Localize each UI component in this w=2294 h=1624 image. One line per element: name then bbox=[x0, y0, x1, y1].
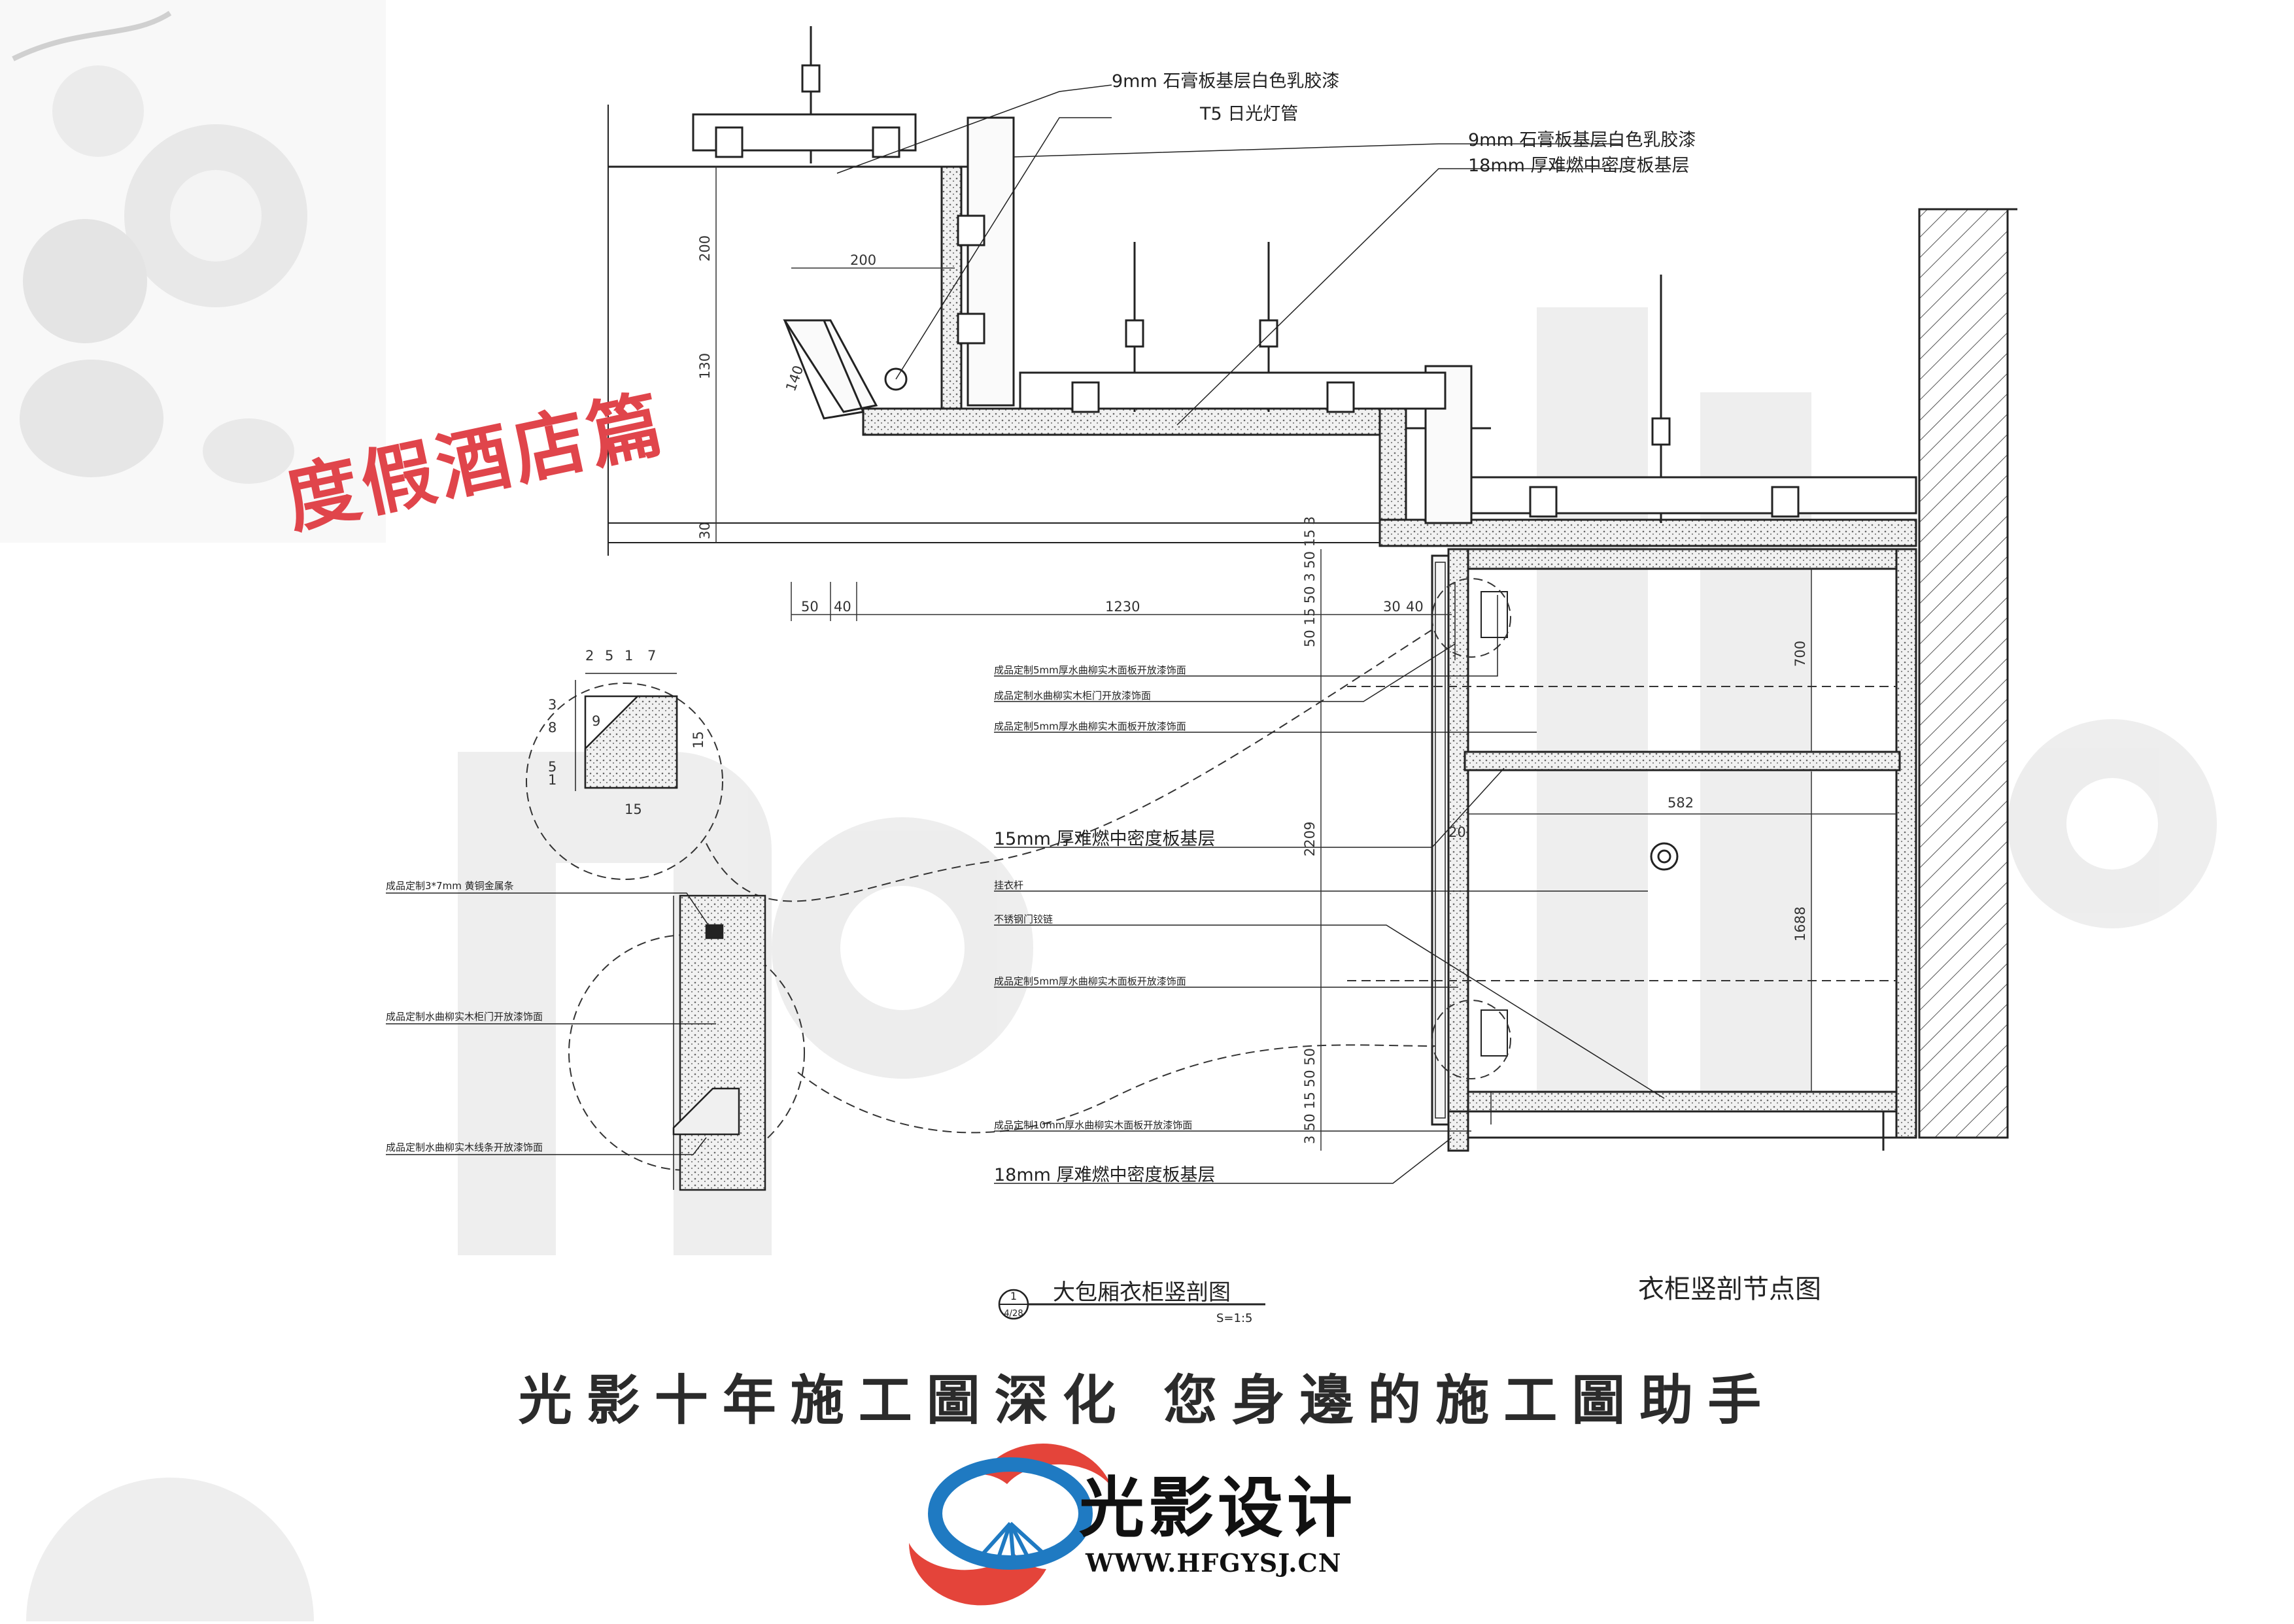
dim-50: 50 bbox=[801, 599, 819, 615]
drawing-title: 大包厢衣柜竖剖图 bbox=[1053, 1279, 1231, 1306]
profile-detail-small bbox=[575, 673, 678, 791]
dim-30: 30 bbox=[697, 522, 713, 539]
dimension-labels: 200 130 30 200 140 50 40 1230 30 40 700 … bbox=[548, 235, 1808, 1144]
drawing-scale: S=1:5 bbox=[1216, 1311, 1252, 1325]
dim-detail-15-a: 15 bbox=[625, 802, 642, 817]
leader-lines bbox=[386, 84, 1665, 1184]
dim-40: 40 bbox=[834, 599, 851, 615]
dim-200-horizontal: 200 bbox=[850, 252, 876, 268]
dim-detail-5-b: 5 bbox=[548, 759, 556, 775]
dim-detail-5: 5 bbox=[605, 648, 613, 664]
dim-700: 700 bbox=[1792, 641, 1808, 667]
annotation-brass-strip: 成品定制3*7mm 黄铜金属条 bbox=[386, 880, 514, 892]
slogan-banner: 光影十年施工圖深化 您身邊的施工圖助手 bbox=[518, 1369, 1776, 1432]
dim-detail-9: 9 bbox=[592, 713, 600, 729]
annotation-mdf-18: 18mm 厚难燃中密度板基层 bbox=[1468, 156, 1690, 176]
dim-200-vertical: 200 bbox=[697, 235, 713, 262]
annotation-t5-tube: T5 日光灯管 bbox=[1199, 104, 1298, 124]
dim-130: 130 bbox=[697, 353, 713, 379]
side-annotations: 成品定制5mm厚水曲柳实木面板开放漆饰面 成品定制水曲柳实木柜门开放漆饰面 成品… bbox=[994, 664, 1216, 1185]
annotation-panel-10mm: 成品定制10mm厚水曲柳实木面板开放漆饰面 bbox=[994, 1119, 1192, 1131]
annotation-hanging-rod: 挂衣杆 bbox=[994, 879, 1023, 891]
annotation-gypsum-1: 9mm 石膏板基层白色乳胶漆 bbox=[1112, 71, 1339, 92]
annotation-mdf-15: 15mm 厚难燃中密度板基层 bbox=[994, 829, 1216, 849]
dim-stack-bottom: 3 50 15 50 50 bbox=[1302, 1048, 1318, 1144]
annotation-panel-5mm-2: 成品定制5mm厚水曲柳实木面板开放漆饰面 bbox=[994, 720, 1186, 732]
concrete-wall bbox=[1918, 208, 2017, 1139]
detail-annotations: 成品定制3*7mm 黄铜金属条 成品定制水曲柳实木柜门开放漆饰面 成品定制水曲柳… bbox=[386, 880, 543, 1153]
structural-lines bbox=[608, 105, 1426, 556]
door-detail-large bbox=[672, 894, 766, 1191]
brand-name: 光影设计 bbox=[1079, 1470, 1356, 1546]
dim-20: 20 bbox=[1448, 824, 1466, 840]
dimension-lines bbox=[715, 167, 1896, 1151]
dim-detail-8: 8 bbox=[548, 720, 556, 736]
dim-1230: 1230 bbox=[1105, 599, 1140, 615]
dim-detail-7: 7 bbox=[647, 648, 656, 664]
brand-logo-icon bbox=[908, 1444, 1112, 1606]
top-annotations: 9mm 石膏板基层白色乳胶漆 T5 日光灯管 9mm 石膏板基层白色乳胶漆 18… bbox=[1112, 71, 1696, 176]
title-block: 1 4/28 大包厢衣柜竖剖图 S=1:5 衣柜竖剖节点图 bbox=[998, 1274, 1821, 1325]
annotation-door-detail: 成品定制水曲柳实木柜门开放漆饰面 bbox=[386, 1011, 543, 1023]
annotation-door-finish: 成品定制水曲柳实木柜门开放漆饰面 bbox=[994, 690, 1151, 702]
annotation-mdf-18b: 18mm 厚难燃中密度板基层 bbox=[994, 1165, 1216, 1185]
dim-detail-1-b: 1 bbox=[548, 772, 556, 788]
flower-decoration-icon bbox=[0, 0, 386, 543]
dim-140: 140 bbox=[783, 364, 806, 394]
node-title: 衣柜竖剖节点图 bbox=[1638, 1274, 1821, 1304]
ceiling-section bbox=[783, 116, 1917, 547]
sheet-ref: 4/28 bbox=[1004, 1309, 1023, 1319]
dim-stack-top: 50 15 50 3 50 15 3 bbox=[1302, 516, 1318, 647]
ceiling-hangers bbox=[692, 26, 1917, 523]
annotation-panel-5mm-1: 成品定制5mm厚水曲柳实木面板开放漆饰面 bbox=[994, 664, 1186, 676]
annotation-gypsum-2: 9mm 石膏板基层白色乳胶漆 bbox=[1468, 130, 1696, 150]
dim-40-b: 40 bbox=[1406, 599, 1424, 615]
dim-30-b: 30 bbox=[1383, 599, 1401, 615]
annotation-panel-5mm-3: 成品定制5mm厚水曲柳实木面板开放漆饰面 bbox=[994, 975, 1186, 987]
dim-1688: 1688 bbox=[1792, 907, 1808, 941]
dim-detail-15-b: 15 bbox=[691, 731, 706, 749]
annotation-hinge: 不锈钢门铰链 bbox=[994, 913, 1053, 925]
drawing-number: 1 bbox=[1010, 1290, 1017, 1302]
wardrobe-section bbox=[1431, 548, 1917, 1152]
dim-582: 582 bbox=[1668, 795, 1694, 811]
dim-detail-1: 1 bbox=[625, 648, 633, 664]
dim-detail-2: 2 bbox=[585, 648, 594, 664]
dim-detail-3: 3 bbox=[548, 697, 556, 713]
annotation-moulding: 成品定制水曲柳实木线条开放漆饰面 bbox=[386, 1142, 543, 1153]
dim-2209: 2209 bbox=[1302, 822, 1318, 856]
brand-url[interactable]: WWW.HFGYSJ.CN bbox=[1086, 1548, 1342, 1578]
